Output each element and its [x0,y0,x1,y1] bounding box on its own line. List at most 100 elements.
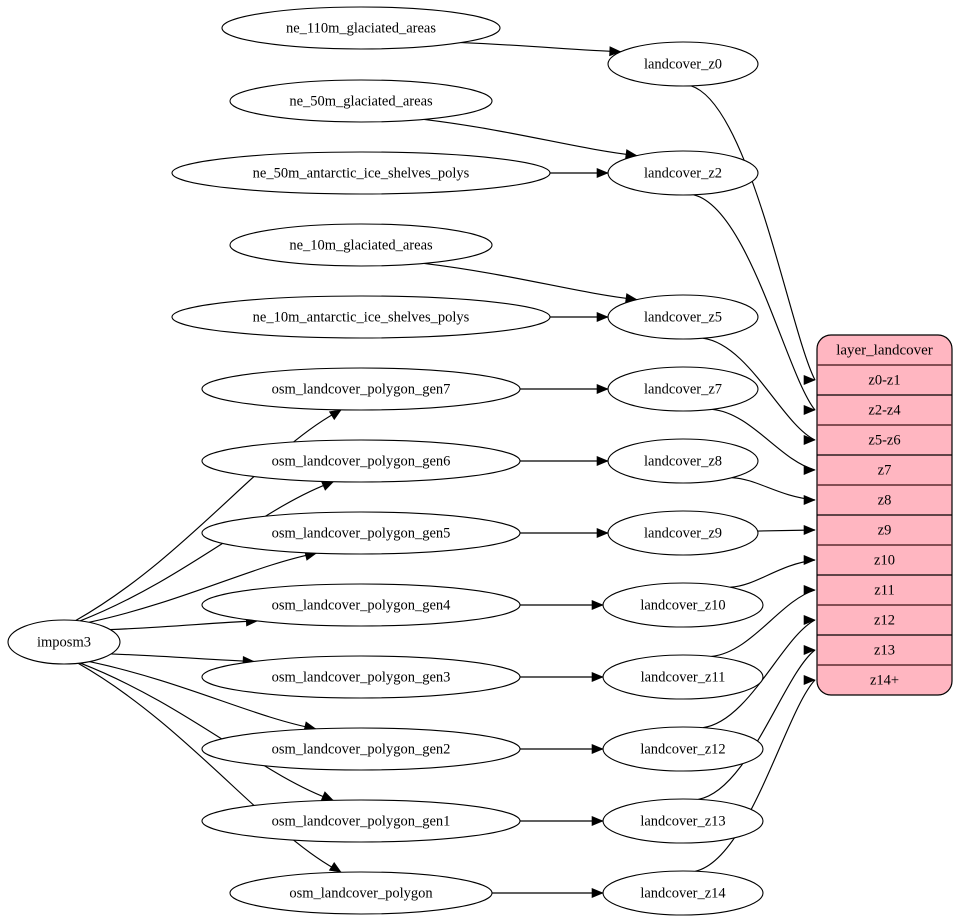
node-osm_landcover_polygon_gen3[interactable]: osm_landcover_polygon_gen3 [201,655,521,699]
node-shape [607,41,759,87]
node-ne_50m_glaciated_areas[interactable]: ne_50m_glaciated_areas [229,79,493,123]
table-row-z5-z6[interactable]: z5-z6 [817,424,952,448]
node-shape [201,727,521,771]
table-row-label: z2-z4 [868,402,901,418]
node-landcover_z13[interactable]: landcover_z13 [602,798,764,844]
node-landcover_z10[interactable]: landcover_z10 [602,582,764,628]
node-shape [607,510,759,556]
node-shape [602,654,764,700]
node-shape [201,655,521,699]
node-ne_50m_antarctic_ice_shelves_polys[interactable]: ne_50m_antarctic_ice_shelves_polys [171,151,551,195]
table-header-label: layer_landcover [836,342,933,358]
edge-arrowhead [803,434,816,446]
edge-imposm3-to-osm_landcover_polygon_gen3 [111,653,255,663]
node-label: ne_50m_glaciated_areas [289,93,433,109]
node-label: landcover_z2 [644,165,722,181]
edge-arrowhead [803,614,816,626]
node-shape [201,583,521,627]
node-shape [607,150,759,196]
edge-arrowhead [803,464,816,476]
node-landcover_z0[interactable]: landcover_z0 [607,41,759,87]
node-label: landcover_z11 [641,669,726,685]
node-label: landcover_z9 [644,525,722,541]
node-ne_110m_glaciated_areas[interactable]: ne_110m_glaciated_areas [221,6,501,50]
node-shape [602,582,764,628]
edge-arrowhead [591,887,604,899]
node-label: landcover_z8 [644,453,722,469]
node-shape [602,798,764,844]
node-landcover_z7[interactable]: landcover_z7 [607,366,759,412]
node-landcover_z5[interactable]: landcover_z5 [607,294,759,340]
edge-arrowhead [596,455,609,467]
node-landcover_z12[interactable]: landcover_z12 [602,726,764,772]
edge-ne_50m_glaciated_areas-to-landcover_z2 [424,118,638,157]
table-row-z14+[interactable]: z14+ [817,664,952,688]
nodes-layer: imposm3 ne_110m_glaciated_areas ne_50m_gla… [7,6,764,916]
table-row-z9[interactable]: z9 [817,514,952,538]
node-label: osm_landcover_polygon_gen2 [272,741,451,757]
edge-arrowhead [328,409,342,421]
edge-landcover_z12-to-z12 [702,619,816,729]
edge-arrowhead [803,644,816,656]
edge-arrowhead [803,494,816,506]
node-label: osm_landcover_polygon_gen3 [272,669,451,685]
edge-arrowhead [591,671,604,683]
table-row-z2-z4[interactable]: z2-z4 [817,394,952,418]
edge-landcover_z13-to-z13 [698,649,816,800]
edge-landcover_z7-to-z7 [711,408,816,471]
edge-imposm3-to-osm_landcover_polygon_gen6 [79,481,334,622]
table-row-z8[interactable]: z8 [817,484,952,508]
edge-ne_110m_glaciated_areas-to-landcover_z0 [461,42,621,53]
node-landcover_z11[interactable]: landcover_z11 [602,654,764,700]
table-row-z11[interactable]: z11 [817,574,952,598]
table-row-label: z12 [874,612,895,628]
table-row-z13[interactable]: z13 [817,634,952,658]
edge-arrowhead [596,167,609,179]
table-row-label: z0-z1 [868,372,900,388]
edge-arrowhead [803,554,816,566]
node-landcover_z14[interactable]: landcover_z14 [602,870,764,916]
node-ne_10m_glaciated_areas[interactable]: ne_10m_glaciated_areas [229,223,493,267]
node-label: landcover_z10 [640,597,725,613]
edge-arrowhead [596,527,609,539]
node-landcover_z2[interactable]: landcover_z2 [607,150,759,196]
table-row-z0-z1[interactable]: z0-z1 [868,372,900,388]
node-landcover_z9[interactable]: landcover_z9 [607,510,759,556]
table-row-z10[interactable]: z10 [817,544,952,568]
edge-arrowhead [596,383,609,395]
edges-layer [75,42,816,899]
edge-imposm3-to-osm_landcover_polygon [77,662,342,873]
node-shape [7,619,121,665]
table-row-label: z11 [874,582,894,598]
node-osm_landcover_polygon_gen1[interactable]: osm_landcover_polygon_gen1 [201,799,521,843]
node-label: imposm3 [37,634,91,650]
node-shape [229,79,493,123]
node-label: ne_50m_antarctic_ice_shelves_polys [253,165,470,181]
table-row-z12[interactable]: z12 [817,604,952,628]
node-ne_10m_antarctic_ice_shelves_polys[interactable]: ne_10m_antarctic_ice_shelves_polys [171,295,551,339]
node-osm_landcover_polygon[interactable]: osm_landcover_polygon [229,871,493,915]
node-imposm3[interactable]: imposm3 [7,619,121,665]
node-osm_landcover_polygon_gen6[interactable]: osm_landcover_polygon_gen6 [201,439,521,483]
node-label: landcover_z7 [644,381,722,397]
table-row-z7[interactable]: z7 [817,454,952,478]
node-shape [201,367,521,411]
table-row-label: z5-z6 [868,432,900,448]
node-osm_landcover_polygon_gen4[interactable]: osm_landcover_polygon_gen4 [201,583,521,627]
table-row-label: z9 [878,522,892,538]
node-osm_landcover_polygon_gen5[interactable]: osm_landcover_polygon_gen5 [201,511,521,555]
edge-imposm3-to-osm_landcover_polygon_gen2 [89,661,316,730]
edge-arrowhead [803,524,816,536]
edge-arrowhead [591,599,604,611]
table-row-label: z10 [874,552,895,568]
edge-landcover_z5-to-z5-z6 [702,337,816,441]
edge-imposm3-to-osm_landcover_polygon_gen1 [80,662,334,801]
node-shape [201,439,521,483]
node-osm_landcover_polygon_gen7[interactable]: osm_landcover_polygon_gen7 [201,367,521,411]
edge-arrowhead [320,791,334,801]
node-osm_landcover_polygon_gen2[interactable]: osm_landcover_polygon_gen2 [201,727,521,771]
node-landcover_z8[interactable]: landcover_z8 [607,438,759,484]
edge-landcover_z0-to-z0-z1 [690,85,816,381]
node-label: osm_landcover_polygon_gen6 [272,453,451,469]
